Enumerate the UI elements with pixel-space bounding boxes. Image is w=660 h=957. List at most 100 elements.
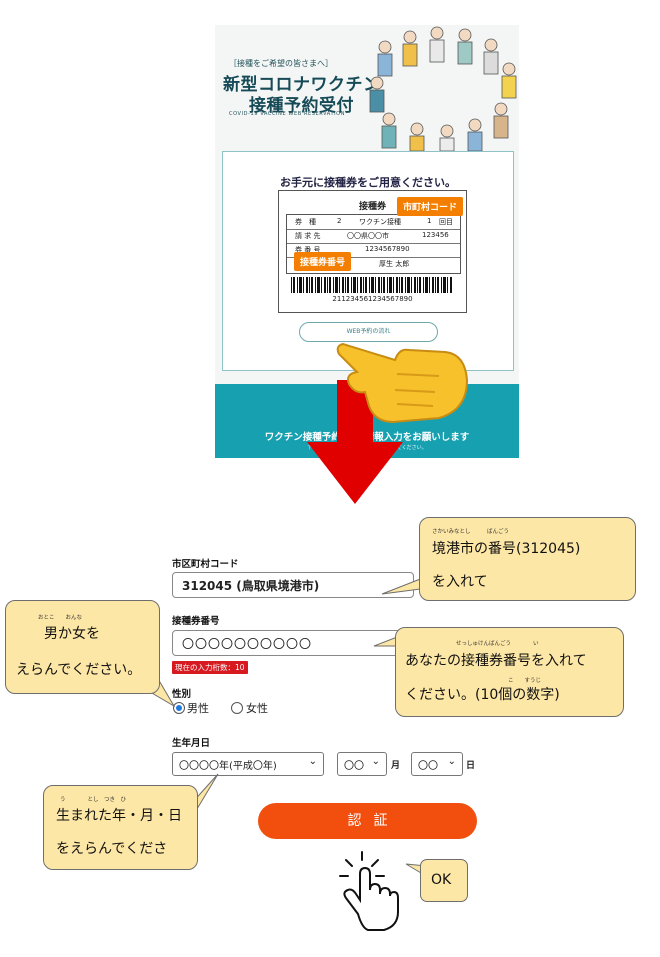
web-reservation-flow-button[interactable]: WEB予約の流れ bbox=[299, 322, 438, 342]
barcode-bar bbox=[423, 277, 424, 293]
callout-tail bbox=[381, 575, 429, 595]
callout-line: 生まれた年・月・日 bbox=[56, 808, 182, 824]
barcode-bar bbox=[333, 277, 334, 293]
barcode-bar bbox=[405, 277, 406, 293]
barcode-bar bbox=[441, 277, 442, 293]
birth-year-value: 〇〇〇〇年(平成〇年) bbox=[179, 761, 277, 772]
barcode-bar bbox=[369, 277, 370, 293]
month-unit: 月 bbox=[391, 761, 401, 771]
callout-ruby: さかいみなとし ばんごう bbox=[432, 529, 510, 535]
barcode-bar bbox=[417, 277, 418, 293]
barcode-bar bbox=[311, 277, 313, 293]
callout-line: 男か女を bbox=[44, 626, 100, 642]
ticket-number-value: 〇〇〇〇〇〇〇〇〇〇 bbox=[182, 637, 313, 651]
chevron-down-icon: ⌄ bbox=[371, 756, 380, 767]
callout-ruby: おとこ おんな bbox=[38, 615, 83, 621]
ok-callout: OK bbox=[420, 859, 468, 902]
instruction-text: ワクチン接種予約 情報入力をお願いします bbox=[215, 429, 519, 443]
barcode-bar bbox=[297, 277, 298, 293]
callout-line: ください。(10個の数字) bbox=[405, 687, 560, 703]
hero-subtitle: COVID-19 VACCINE WEB RESERVATION bbox=[229, 111, 346, 117]
ticket-number-label: 接種券番号 bbox=[172, 616, 220, 627]
barcode-bar bbox=[324, 277, 326, 293]
barcode-bar bbox=[432, 277, 434, 293]
barcode-bar bbox=[315, 277, 316, 293]
instruction-left: ワクチン接種予約 bbox=[264, 432, 341, 443]
birth-day-select[interactable]: 〇〇 ⌄ bbox=[411, 752, 463, 776]
ticket-prompt-card: お手元に接種券をご用意ください。 接種券 券 種 2 ワクチン接種 1 回目 請… bbox=[222, 151, 514, 371]
ticket-cell: 回目 bbox=[439, 218, 453, 226]
birth-month-select[interactable]: 〇〇 ⌄ bbox=[337, 752, 387, 776]
ticket-number-callout: せっしゅけんばんごう い あなたの接種券番号を入れて こ すうじ ください。(1… bbox=[395, 627, 624, 717]
gender-male-label[interactable]: 男性 bbox=[187, 702, 209, 715]
birth-day-value: 〇〇 bbox=[418, 761, 438, 772]
gender-male-radio[interactable] bbox=[173, 702, 185, 714]
ticket-cell: 1 bbox=[427, 217, 432, 225]
barcode-bar bbox=[414, 277, 416, 293]
barcode-bar bbox=[411, 277, 412, 293]
callout-line: 境港市の番号(312045) bbox=[432, 541, 581, 557]
digit-counter-badge: 現在の入力桁数：10 bbox=[172, 661, 248, 674]
birth-year-select[interactable]: 〇〇〇〇年(平成〇年) ⌄ bbox=[172, 752, 324, 776]
down-arrow-icon bbox=[307, 380, 403, 504]
barcode-graphic bbox=[291, 277, 452, 293]
barcode-bar bbox=[389, 277, 392, 293]
ticket-cell: 123456 bbox=[422, 231, 449, 239]
day-unit: 日 bbox=[466, 761, 476, 771]
barcode-bar bbox=[401, 277, 403, 293]
barcode-bar bbox=[407, 277, 410, 293]
barcode-bar bbox=[329, 277, 331, 293]
ticket-row: 請 求 先 〇〇県〇〇市 123456 bbox=[287, 229, 460, 244]
barcode-bar bbox=[360, 277, 362, 293]
barcode-bar bbox=[327, 277, 328, 293]
barcode-bar bbox=[393, 277, 394, 293]
ticket-number-input[interactable]: 〇〇〇〇〇〇〇〇〇〇 bbox=[172, 630, 414, 656]
barcode-bar bbox=[365, 277, 367, 293]
birthdate-callout: う とし つき ひ 生まれた年・月・日 をえらんでくださ bbox=[43, 785, 198, 870]
municipality-code-tag: 市町村コード bbox=[397, 197, 464, 216]
barcode-bar bbox=[351, 277, 352, 293]
gender-female-label[interactable]: 女性 bbox=[246, 702, 268, 715]
callout-ruby: こ すうじ bbox=[508, 678, 542, 684]
barcode-bar bbox=[309, 277, 310, 293]
municipality-code-field[interactable]: 312045 (鳥取県境港市) bbox=[172, 572, 414, 598]
birth-month-value: 〇〇 bbox=[344, 761, 364, 772]
gender-label: 性別 bbox=[172, 689, 192, 700]
barcode-bar bbox=[293, 277, 295, 293]
barcode-bar bbox=[429, 277, 430, 293]
ticket-cell: 〇〇県〇〇市 bbox=[347, 232, 389, 240]
ticket-number-tag: 接種券番号 bbox=[294, 252, 352, 271]
municipality-callout: さかいみなとし ばんごう 境港市の番号(312045) を入れて bbox=[419, 517, 636, 601]
barcode-bar bbox=[303, 277, 304, 293]
hero-title-line2: 接種予約受付 bbox=[249, 96, 354, 116]
barcode-number: 211234561234567890 bbox=[332, 295, 413, 303]
ticket-cell: 券 番 号 bbox=[295, 246, 321, 254]
hero-kicker: ［接種をご希望の皆さまへ］ bbox=[229, 59, 333, 68]
barcode-bar bbox=[306, 277, 308, 293]
barcode-bar bbox=[450, 277, 452, 293]
callout-line: を入れて bbox=[432, 574, 488, 590]
card-prompt: お手元に接種券をご用意ください。 bbox=[280, 176, 456, 189]
ticket-cell: 券 種 bbox=[295, 218, 316, 226]
ok-text: OK bbox=[431, 872, 452, 888]
chevron-down-icon: ⌄ bbox=[447, 756, 456, 767]
callout-ruby: せっしゅけんばんごう い bbox=[456, 641, 539, 647]
barcode-bar bbox=[381, 277, 382, 293]
barcode-bar bbox=[383, 277, 385, 293]
barcode-bar bbox=[342, 277, 344, 293]
gender-callout: おとこ おんな 男か女を えらんでください。 bbox=[5, 600, 160, 694]
ticket-cell: 1234567890 bbox=[365, 245, 410, 253]
barcode-bar bbox=[335, 277, 338, 293]
hero-title-line1: 新型コロナワクチン bbox=[223, 75, 381, 95]
barcode-bar bbox=[447, 277, 448, 293]
instruction-right: 情報入力をお願いします bbox=[364, 432, 470, 443]
birthdate-label: 生年月日 bbox=[172, 738, 211, 749]
ticket-cell: 請 求 先 bbox=[295, 232, 321, 240]
barcode-bar bbox=[299, 277, 302, 293]
barcode-bar bbox=[347, 277, 349, 293]
barcode-bar bbox=[419, 277, 421, 293]
gender-female-radio[interactable] bbox=[231, 702, 243, 714]
barcode-bar bbox=[357, 277, 358, 293]
barcode-bar bbox=[291, 277, 292, 293]
authenticate-button[interactable]: 認証 bbox=[258, 803, 477, 839]
